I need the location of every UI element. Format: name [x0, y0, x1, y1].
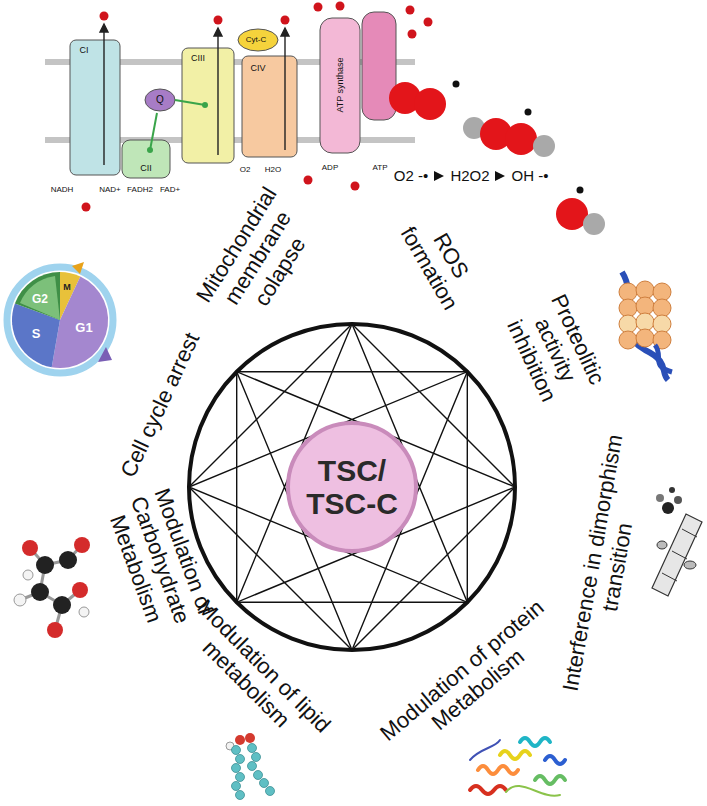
substrate-label: NAD+	[99, 185, 121, 194]
electron-transport-chain	[45, 2, 433, 212]
phase-label: G1	[75, 321, 92, 336]
lipid-molecule	[226, 733, 275, 800]
substrate-label: FAD+	[160, 185, 180, 194]
effect-label: ROS formation	[393, 206, 487, 318]
substrate-label: ADP	[322, 163, 338, 172]
phase-label: S	[32, 327, 41, 342]
substrate-label: O2	[240, 165, 251, 174]
center-label: TSC/ TSC-C	[296, 454, 408, 520]
proteasome-icon	[619, 272, 672, 380]
substrate-label: FADH2	[127, 185, 153, 194]
complex-label: Cyt-C	[246, 35, 266, 44]
effect-label: Interference in dimorphism transition	[557, 428, 654, 703]
species-label: O2 -•	[394, 167, 428, 184]
substrate-label: NADH	[51, 185, 74, 194]
outer-circle	[189, 324, 515, 650]
phase-label: G2	[32, 293, 48, 307]
complex-label: CI	[80, 45, 89, 55]
complex-label: ATP synthase	[335, 57, 345, 112]
effect-label: Modulation of Carbohydrate Metabolism	[100, 481, 219, 639]
effect-label: Proteolitic activity inhibition	[498, 286, 611, 413]
star-network	[189, 324, 515, 650]
species-label: OH -•	[512, 167, 549, 184]
complex-label: CIII	[191, 53, 205, 63]
carbohydrate-molecule	[14, 537, 90, 638]
phase-label: M	[63, 282, 71, 292]
substrate-label: H2O	[265, 165, 281, 174]
cell-cycle-pie	[7, 262, 113, 373]
ros-molecules	[389, 81, 605, 236]
dimorphism-icon	[652, 487, 702, 596]
protein-structure	[470, 738, 565, 796]
species-label: H2O2	[450, 167, 489, 184]
effect-label: Mitochondrial membrane colapse	[189, 179, 328, 338]
complex-label: CIV	[250, 63, 265, 73]
substrate-label: ATP	[373, 163, 388, 172]
complex-label: CII	[140, 163, 152, 173]
complex-label: Q	[156, 94, 164, 106]
center-circle: TSC/ TSC-C	[286, 421, 418, 553]
